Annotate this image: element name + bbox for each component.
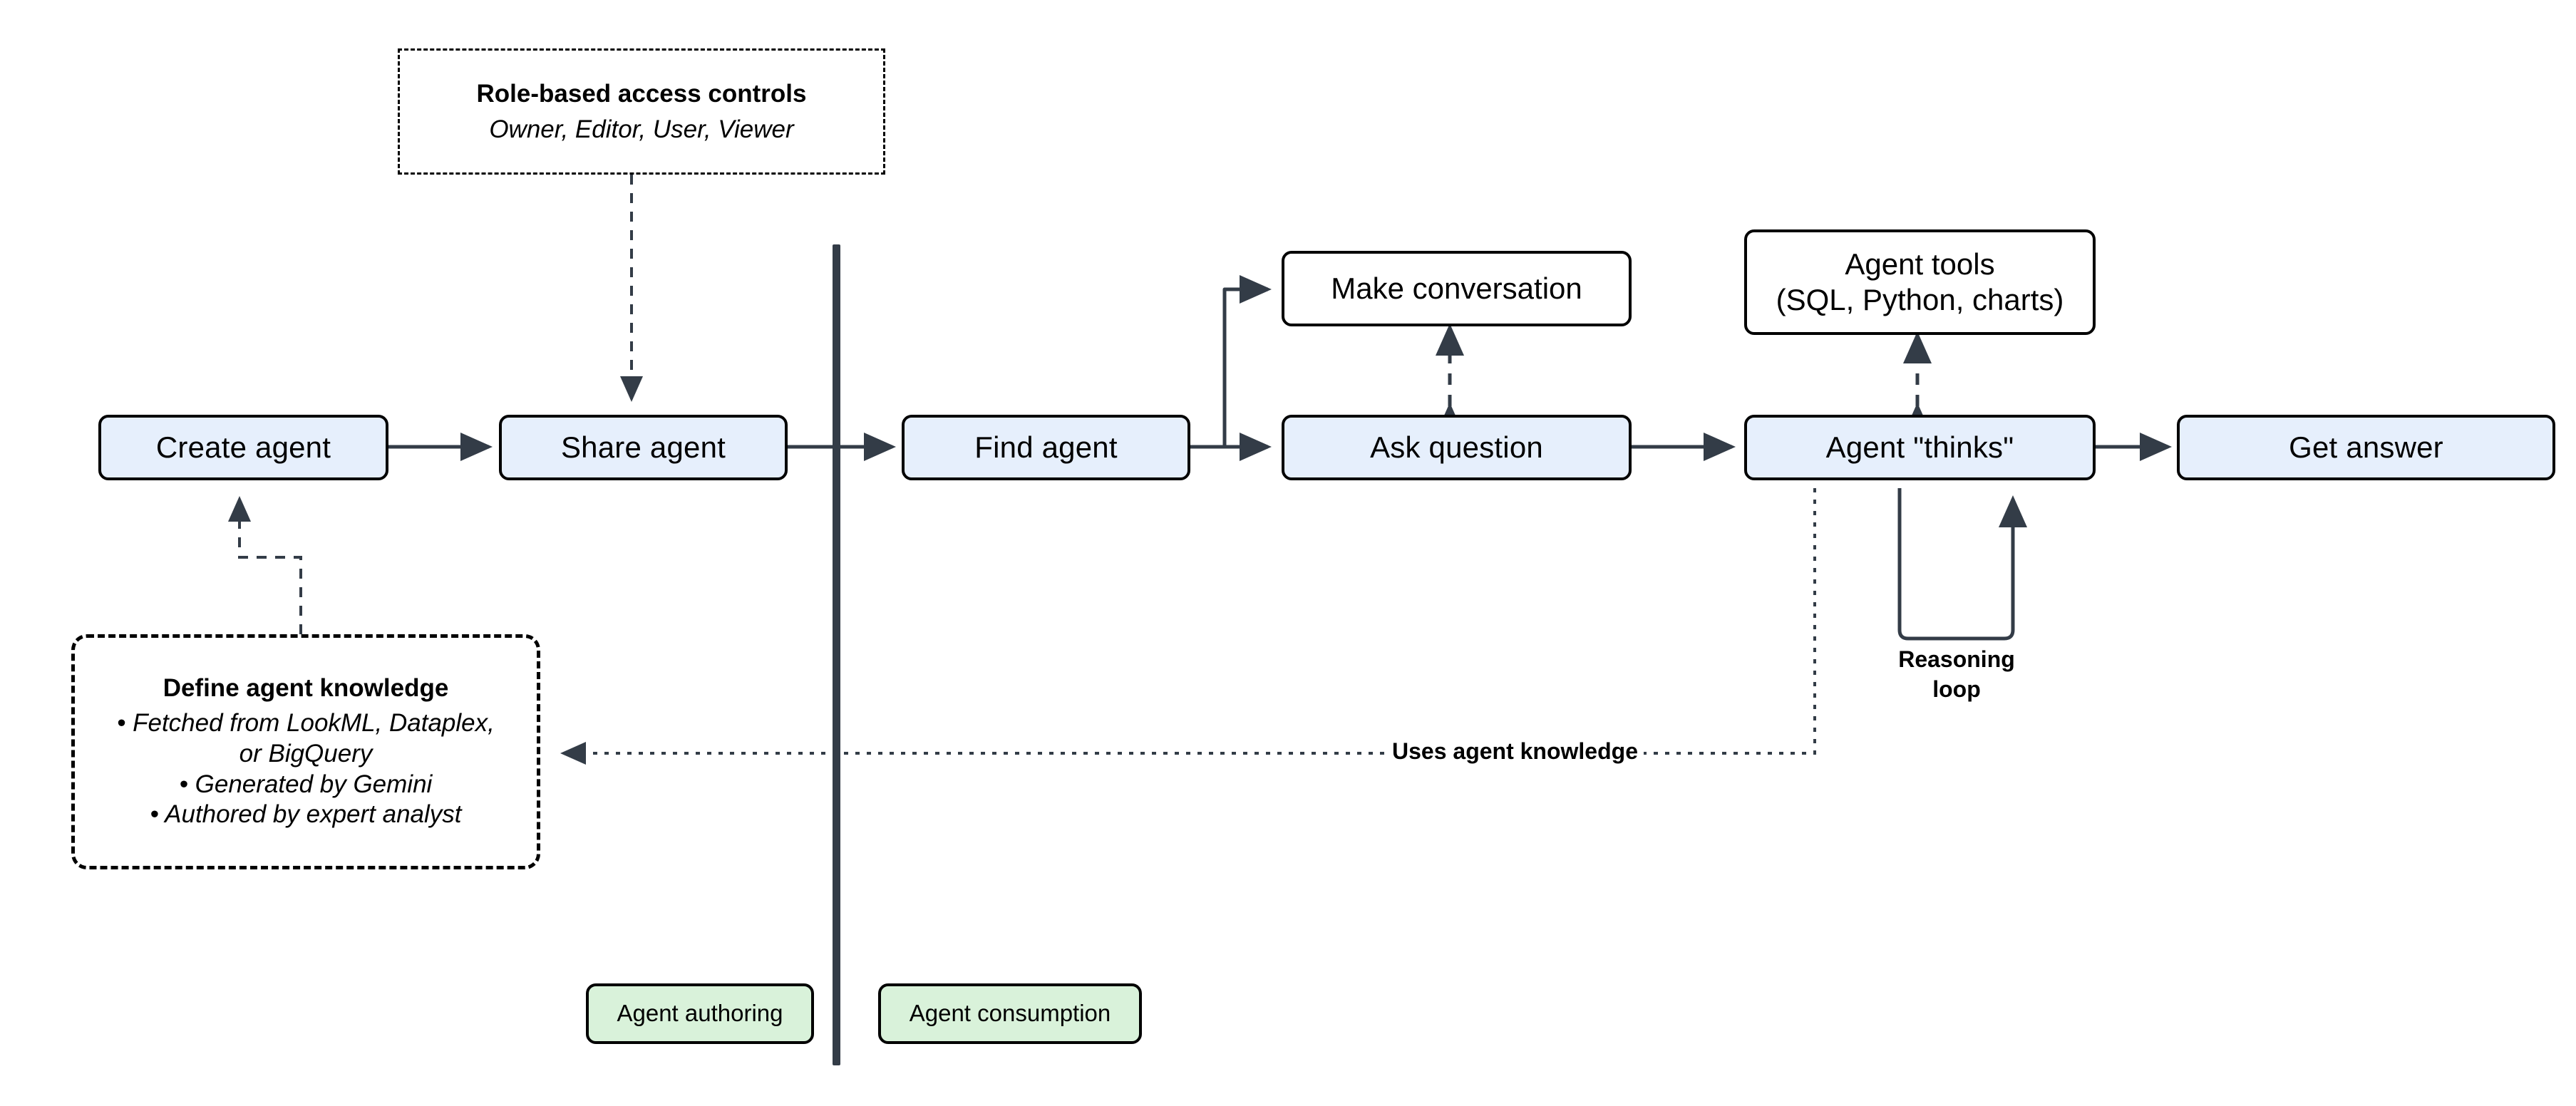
connector-find-to-make-conversation bbox=[1190, 275, 1272, 449]
node-find-agent-label: Find agent bbox=[974, 430, 1118, 465]
label-reasoning-loop: Reasoning loop bbox=[1898, 646, 2015, 702]
node-make-conversation[interactable]: Make conversation bbox=[1282, 251, 1632, 326]
node-get-answer[interactable]: Get answer bbox=[2177, 415, 2555, 480]
node-ask-question-label: Ask question bbox=[1370, 430, 1543, 465]
note-knowledge-bullet-2: • Generated by Gemini bbox=[179, 770, 433, 798]
node-create-agent-label: Create agent bbox=[155, 430, 331, 465]
note-rbac-subtitle: Owner, Editor, User, Viewer bbox=[489, 115, 794, 143]
node-share-agent[interactable]: Share agent bbox=[499, 415, 788, 480]
node-agent-tools[interactable]: Agent tools (SQL, Python, charts) bbox=[1744, 229, 2096, 335]
legend-agent-authoring-label: Agent authoring bbox=[617, 1000, 783, 1027]
node-find-agent[interactable]: Find agent bbox=[902, 415, 1190, 480]
node-ask-question[interactable]: Ask question bbox=[1282, 415, 1632, 480]
node-get-answer-label: Get answer bbox=[2289, 430, 2443, 465]
phase-divider bbox=[833, 244, 840, 1065]
node-agent-tools-label-line2: (SQL, Python, charts) bbox=[1776, 283, 2064, 316]
node-create-agent[interactable]: Create agent bbox=[98, 415, 388, 480]
note-knowledge-bullet-3: • Authored by expert analyst bbox=[150, 800, 462, 829]
legend-agent-consumption-label: Agent consumption bbox=[909, 1000, 1111, 1027]
legend-agent-authoring: Agent authoring bbox=[586, 983, 814, 1044]
note-role-based-access-controls: Role-based access controls Owner, Editor… bbox=[398, 48, 885, 175]
connector-reasoning-loop bbox=[1897, 488, 2027, 641]
node-share-agent-label: Share agent bbox=[560, 430, 726, 465]
note-knowledge-title: Define agent knowledge bbox=[163, 673, 449, 702]
note-rbac-title: Role-based access controls bbox=[476, 80, 807, 108]
note-knowledge-bullet-1-cont: or BigQuery bbox=[239, 739, 373, 768]
label-uses-agent-knowledge: Uses agent knowledge bbox=[1386, 738, 1644, 765]
node-make-conversation-label: Make conversation bbox=[1331, 272, 1582, 306]
node-agent-thinks-label: Agent "thinks" bbox=[1825, 430, 2014, 465]
note-define-agent-knowledge: Define agent knowledge • Fetched from Lo… bbox=[71, 634, 540, 869]
legend-agent-consumption: Agent consumption bbox=[878, 983, 1142, 1044]
connector-knowledge-to-create-agent bbox=[228, 496, 302, 634]
node-agent-tools-label-line1: Agent tools bbox=[1845, 247, 1995, 281]
note-knowledge-bullet-1: • Fetched from LookML, Dataplex, bbox=[117, 709, 495, 738]
node-agent-thinks[interactable]: Agent "thinks" bbox=[1744, 415, 2096, 480]
connector-uses-agent-knowledge bbox=[560, 488, 1816, 765]
